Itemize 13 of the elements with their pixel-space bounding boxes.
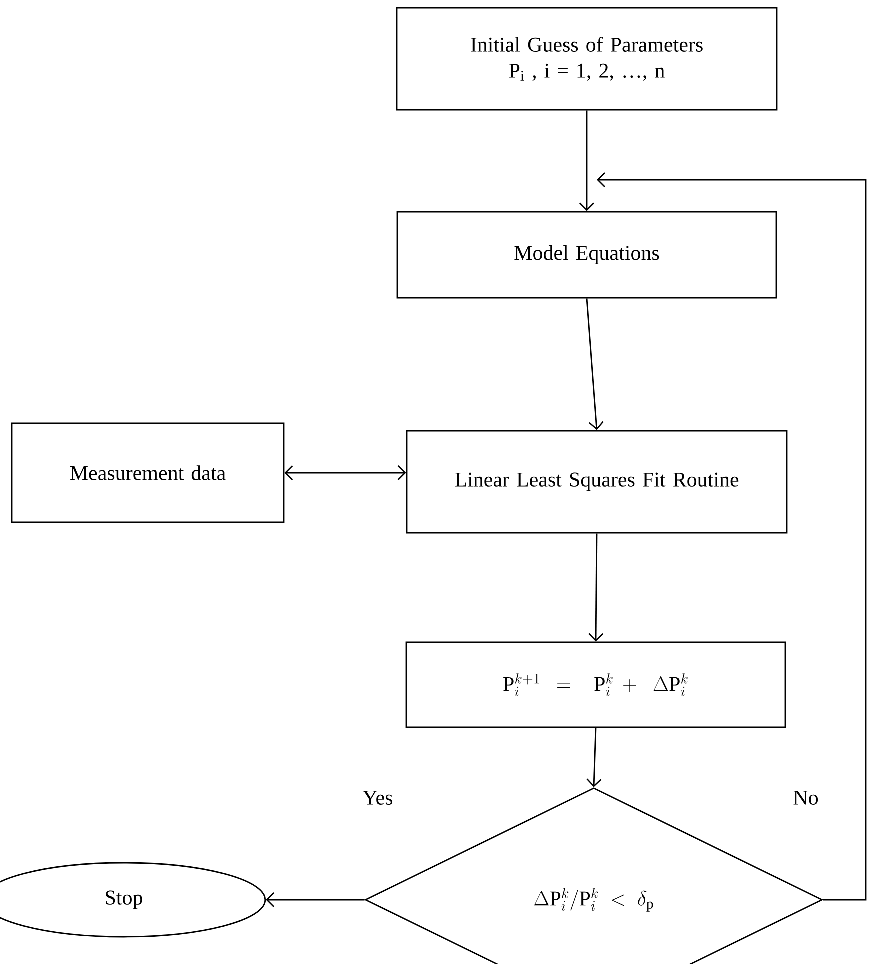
data-box: Measurement data <box>11 422 285 524</box>
arrow <box>266 892 365 908</box>
edge-label: No <box>791 789 821 807</box>
process-box: Linear Least Squares Fit Routine <box>406 430 788 534</box>
arrow <box>580 110 594 212</box>
arrow <box>588 534 604 642</box>
arrow <box>586 298 604 430</box>
arrow <box>284 466 406 480</box>
process-box: Model Equations <box>396 211 778 299</box>
process-box: Initial Guess of Parameters P$_{i}$ , i = 1, 2, …, n <box>396 7 778 111</box>
formula-box: $\mathrm{P}_i^{k+1} =\ \mathrm{P}_i^k +\ \Delta\mathrm{P}_i^k$ <box>406 642 786 728</box>
arrow <box>597 172 867 901</box>
arrow <box>586 728 602 788</box>
